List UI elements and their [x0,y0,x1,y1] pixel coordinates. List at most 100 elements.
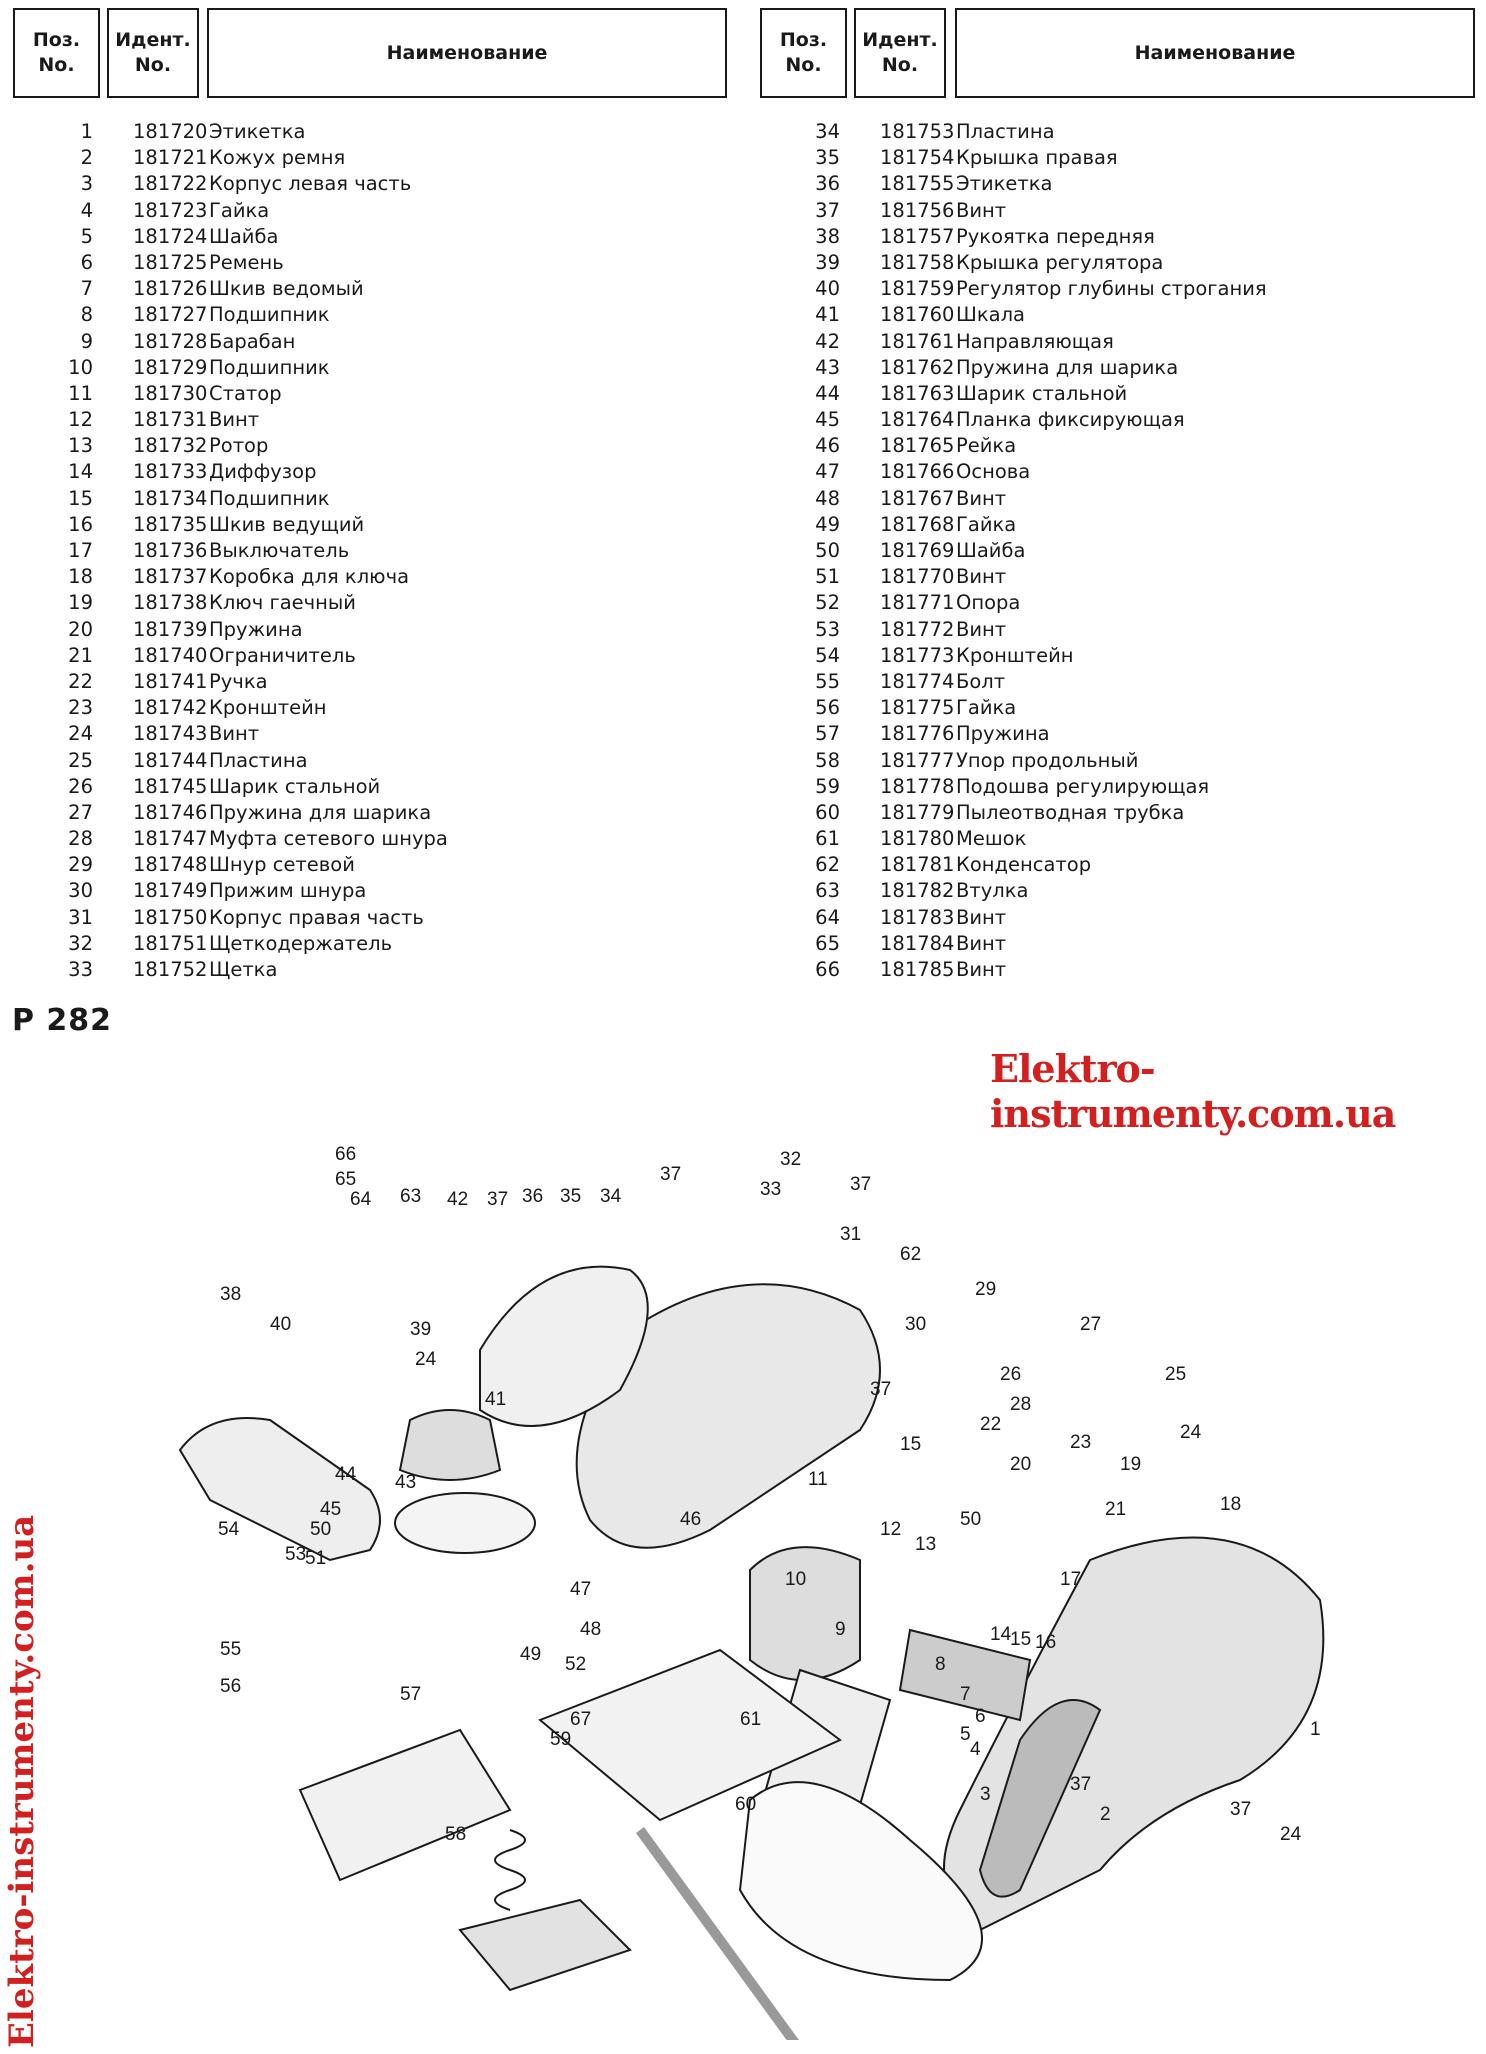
part-name: Пылеотводная трубка [956,800,1185,824]
part-code: 181766 [880,460,955,484]
part-name: Направляющая [956,329,1114,353]
part-code: 181783 [880,905,955,929]
part-name: Шарик стальной [956,381,1128,405]
part-code: 181764 [880,408,955,432]
part-name: Рейка [956,434,1017,458]
part-name: Ключ гаечный [209,591,356,615]
part-pos: 7 [80,277,93,301]
part-code: 181784 [880,931,955,955]
callout-number: 44 [335,1464,357,1485]
callout-number: 39 [410,1319,431,1340]
part-name: Этикетка [956,172,1053,196]
part-pos: 60 [815,800,840,824]
callout-number: 52 [565,1654,586,1675]
part-code: 181755 [880,172,955,196]
part-code: 181746 [133,800,208,824]
callout-number: 37 [660,1164,681,1185]
part-name: Шайба [209,224,279,248]
part-code: 181769 [880,539,955,562]
part-name: Кронштейн [956,643,1074,667]
part-name: Винт [956,486,1007,510]
callout-number: 29 [975,1279,996,1300]
part-name: Ремень [209,250,284,274]
callout-number: 37 [870,1379,891,1400]
part-code: 181754 [880,146,955,170]
part-pos: 64 [815,905,840,929]
part-pos: 47 [815,460,840,484]
part-code: 181736 [133,539,208,562]
callout-number: 33 [760,1179,781,1200]
part-code: 181770 [880,565,955,589]
callout-number: 9 [835,1619,846,1640]
part-pos: 33 [68,958,93,981]
part-pos: 35 [815,146,840,170]
part-pos: 55 [815,669,840,693]
part-pos: 40 [815,277,840,301]
part-name: Пластина [209,748,308,772]
part-name: Пластина [956,120,1055,143]
part-code: 181758 [880,250,955,274]
part-name: Подшипник [209,303,330,327]
part-code: 181771 [880,591,955,615]
part-code: 181744 [133,748,208,772]
model-label: P 282 [12,1003,113,1038]
part-code: 181753 [880,120,955,143]
part-name: Винт [956,958,1007,981]
callout-number: 37 [850,1174,871,1195]
callout-number: 1 [1310,1719,1321,1740]
part-name: Шайба [956,539,1026,562]
callout-number: 66 [335,1144,356,1165]
callout-number: 37 [487,1189,508,1210]
part-name: Шкив ведущий [209,512,365,536]
part-code: 181780 [880,827,955,851]
callout-number: 11 [808,1469,828,1490]
part-code: 181785 [880,958,955,981]
part-name: Винт [956,905,1007,929]
part-name: Ручка [209,669,268,693]
part-pos: 38 [815,224,840,248]
part-code: 181750 [133,905,208,929]
callout-number: 3 [980,1784,991,1805]
part-name: Винт [956,198,1007,222]
part-name: Пружина [209,617,303,641]
part-name: Шкала [956,303,1025,327]
header-pos-right: Поз. No. [760,8,847,98]
callout-number: 43 [395,1472,416,1493]
part-pos: 20 [68,617,93,641]
part-name: Болт [956,669,1006,693]
part-pos: 45 [815,408,840,432]
callout-number: 67 [570,1709,591,1730]
part-pos: 1 [80,120,93,143]
part-name: Винт [209,722,260,746]
part-pos: 43 [815,355,840,379]
part-pos: 57 [815,722,840,746]
part-name: Барабан [209,329,296,353]
callout-number: 20 [1010,1454,1031,1475]
callout-number: 19 [1120,1454,1141,1475]
header-ident-left: Идент. No. [107,8,199,98]
part-code: 181763 [880,381,955,405]
callout-number: 24 [1280,1824,1302,1845]
part-code: 181774 [880,669,955,693]
part-code: 181757 [880,224,955,248]
part-pos: 26 [68,774,93,798]
callout-number: 57 [400,1684,421,1705]
part-name: Шкив ведомый [209,277,364,301]
part-code: 181733 [133,460,208,484]
part-pos: 34 [815,120,840,143]
part-code: 181724 [133,224,208,248]
callout-number: 53 [285,1544,306,1565]
callout-number: 2 [1100,1804,1111,1825]
part-code: 181765 [880,434,955,458]
watermark-vertical: Elektro-instrumenty.com.ua [2,1514,42,2048]
part-code: 181743 [133,722,208,746]
part-code: 181726 [133,277,208,301]
part-pos: 28 [68,827,93,851]
part-pos: 58 [815,748,840,772]
part-name: Подшипник [209,355,330,379]
callout-number: 41 [485,1389,506,1410]
part-code: 181759 [880,277,955,301]
callout-number: 25 [1165,1364,1186,1385]
part-name: Щеткодержатель [209,931,393,955]
part-name: Мешок [956,827,1027,851]
